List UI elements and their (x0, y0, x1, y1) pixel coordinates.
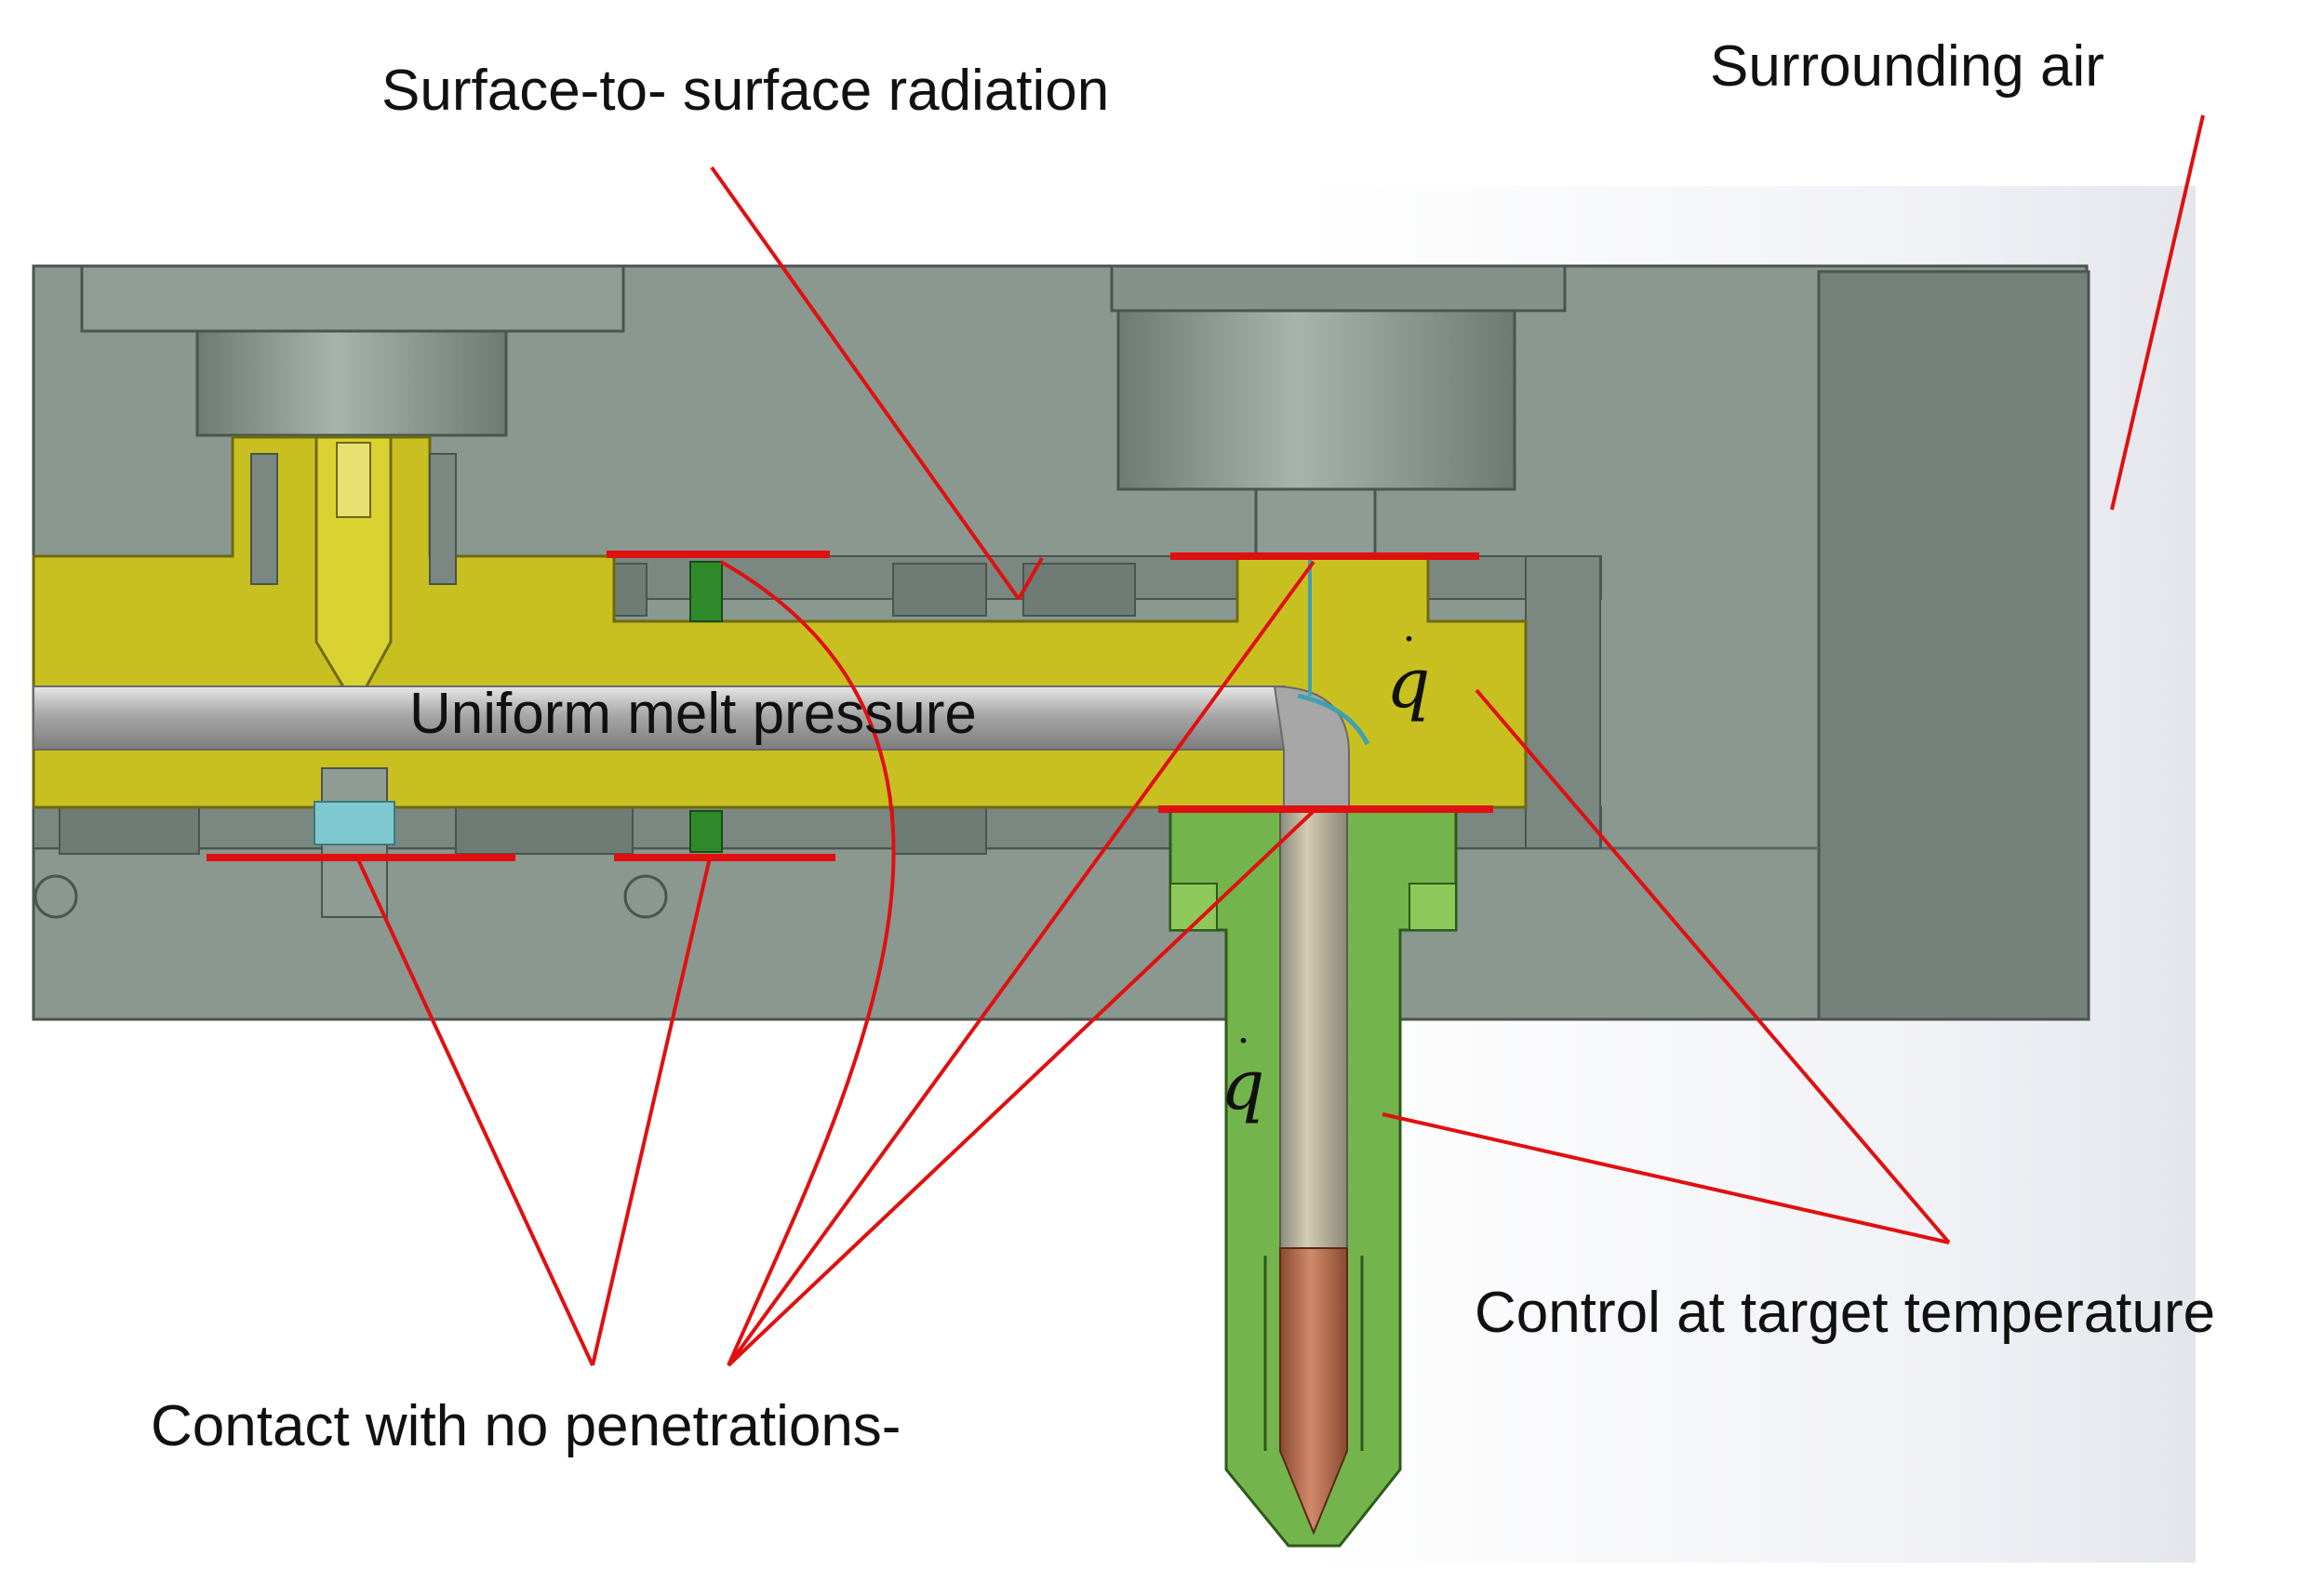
seal-line (1297, 693, 1370, 746)
nozzle-clip (1409, 883, 1457, 931)
nozzle-head-flange (1110, 264, 1567, 313)
air-leader (2110, 114, 2205, 511)
manifold-slot (429, 453, 457, 585)
locating-pin (689, 810, 723, 853)
contact-markers (207, 551, 1493, 861)
control-temperature-label: Control at target temperature (1475, 1281, 2215, 1345)
heat-flux-symbol-nozzle: q (1221, 1045, 1264, 1125)
contact-label: Contact with no penetrations- (151, 1394, 901, 1458)
contact-leader (727, 560, 1315, 1367)
melt-channel (33, 685, 1286, 751)
heat-flux-dot-manifold: ˙ (1397, 629, 1421, 683)
nozzle-channel (1279, 810, 1348, 1249)
heat-flux-symbol-manifold: q (1386, 644, 1430, 724)
contact-leader (355, 857, 594, 1366)
control-leader (1475, 688, 1951, 1244)
contact-leader (727, 809, 1315, 1367)
contact-leader (591, 857, 712, 1366)
radiation-leader-tick (1017, 557, 1044, 600)
sprue-bushing (314, 435, 393, 711)
radiation-label: Surface-to- surface radiation (381, 59, 1109, 123)
pillar (892, 806, 987, 855)
manifold-air-gap-side (1525, 555, 1601, 849)
sprue-channel (336, 442, 371, 518)
melt-pressure-label: Uniform melt pressure (409, 682, 977, 746)
pillar (455, 806, 634, 855)
pillar (1022, 563, 1136, 617)
leader-lines (355, 114, 2205, 1367)
control-leader (1382, 1112, 1950, 1244)
nozzle-head (1116, 309, 1516, 491)
surrounding-air-label: Surrounding air (1710, 34, 2104, 99)
pillar (892, 563, 987, 617)
seal-ring (314, 801, 395, 845)
side-plate (1817, 270, 2090, 1021)
manifold-slot (250, 453, 278, 585)
heat-flux-dot-nozzle: ˙ (1232, 1031, 1255, 1084)
nozzle-tip (1279, 1247, 1348, 1536)
pillar (59, 806, 200, 855)
nozzle-head-stem (1254, 487, 1377, 556)
radiation-leader (710, 166, 1021, 601)
dowel-hole (623, 874, 668, 919)
sprue-bushing-head (195, 329, 508, 437)
locating-pin (689, 561, 723, 622)
dowel-hole (33, 874, 78, 919)
contact-leader-curve (720, 560, 896, 1366)
locating-ring (80, 264, 625, 333)
